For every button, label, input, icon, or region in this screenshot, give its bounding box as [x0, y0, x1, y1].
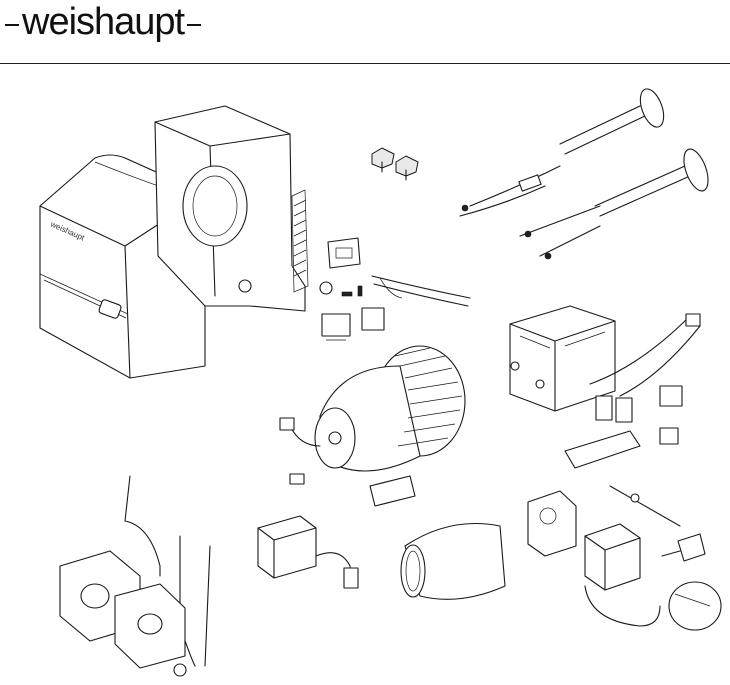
plug-connectors	[321, 307, 385, 341]
exploded-parts-drawing: weishaupt	[39, 88, 722, 677]
cable-harness	[319, 275, 471, 307]
ignition-unit	[257, 515, 359, 589]
oil-pump	[59, 475, 211, 677]
nozzle-pair	[371, 147, 419, 181]
weishaupt-logo: weishaupt	[2, 2, 204, 42]
cable-gland-plate	[327, 237, 361, 269]
document-header: weishaupt	[0, 0, 730, 66]
header-rule	[0, 63, 730, 64]
control-unit	[509, 305, 616, 412]
air-damper	[661, 533, 722, 631]
connector-cables	[589, 313, 701, 445]
housing-grille	[291, 189, 309, 293]
logo-dash-right	[187, 24, 202, 26]
air-damper-actuator	[527, 430, 681, 557]
logo-dash-left	[5, 24, 19, 26]
blast-tube-assembly-2	[519, 148, 709, 260]
burner-housing	[154, 105, 309, 312]
motor-fan	[279, 345, 466, 507]
flame-tube	[400, 522, 506, 600]
control-module	[584, 523, 661, 627]
logo-wordmark: weishaupt	[22, 1, 185, 43]
blast-tube-assembly-1	[459, 88, 665, 217]
